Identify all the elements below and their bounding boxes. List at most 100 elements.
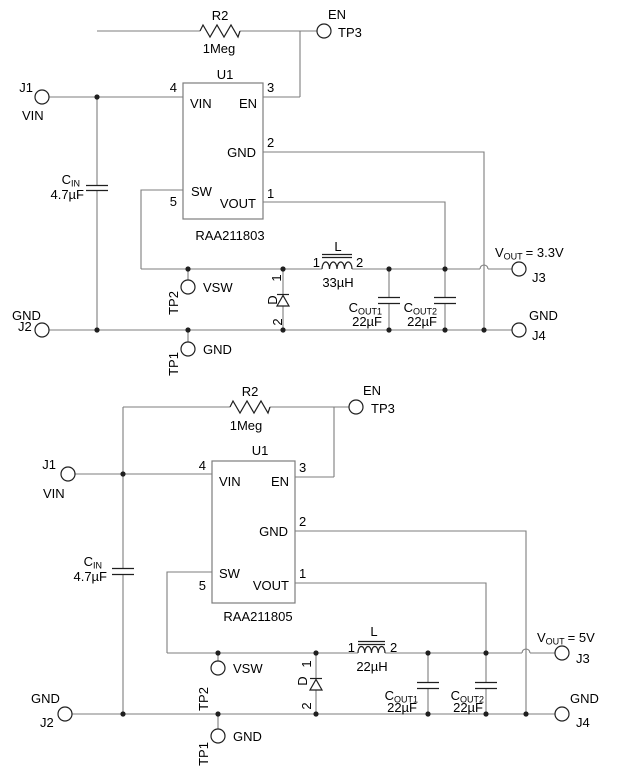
inductor-ref: L — [370, 624, 377, 639]
input-cap-value: 4.7µF — [50, 187, 84, 202]
pin-vout-label: VOUT — [253, 578, 289, 593]
tp2-ref: TP2 — [196, 687, 211, 711]
output-cap1-ref: COUT1 — [349, 300, 382, 317]
inductor-value: 33µH — [322, 275, 353, 290]
testpoint-tp3 — [348, 399, 364, 415]
pin-sw-label: SW — [191, 184, 213, 199]
input-cap-ref: CIN — [84, 554, 102, 571]
resistor-value: 1Meg — [230, 418, 263, 433]
diode-pin1-number: 1 — [269, 274, 284, 281]
output-capacitor2-symbol — [475, 681, 497, 690]
pin-vout-label: VOUT — [220, 196, 256, 211]
ic-ref: U1 — [252, 443, 269, 458]
tp2-ref: TP2 — [166, 291, 181, 315]
j4-net-label: GND — [570, 691, 599, 706]
diode-triangle — [308, 678, 324, 691]
junction-dot — [280, 266, 286, 272]
pin-sw-label: SW — [219, 566, 241, 581]
junction-dot — [483, 650, 489, 656]
output-capacitor2-symbol — [434, 296, 456, 305]
junction-dot — [483, 711, 489, 717]
pin3-number: 3 — [299, 460, 306, 475]
diode-pin2-number: 2 — [270, 318, 285, 325]
tp2-net-label: VSW — [203, 280, 233, 295]
testpoint-tp1 — [210, 728, 226, 744]
testpoint-tp3 — [316, 23, 332, 39]
pin-en-label: EN — [239, 96, 257, 111]
j4-ref: J4 — [532, 328, 546, 343]
junction-dot — [386, 266, 392, 272]
diode-pin1-number: 1 — [299, 660, 314, 667]
junction-dot — [313, 650, 319, 656]
jack-j3 — [554, 645, 570, 661]
wire-cap-leads — [427, 653, 487, 714]
junction-dot — [425, 650, 431, 656]
j2-net-label: GND — [12, 308, 41, 323]
wire-enable-net — [97, 30, 317, 98]
j1-net-label: VIN — [22, 108, 44, 123]
pin1-number: 1 — [299, 566, 306, 581]
junction-dot — [120, 711, 126, 717]
junction-dot — [523, 711, 529, 717]
j4-net-label: GND — [529, 308, 558, 323]
input-cap-value: 4.7µF — [73, 569, 107, 584]
resistor-symbol — [229, 399, 271, 415]
j3-ref: J3 — [576, 651, 590, 666]
inductor-pin2-number: 2 — [390, 640, 397, 655]
testpoint-tp2 — [210, 660, 226, 676]
pin2-number: 2 — [267, 135, 274, 150]
wire-vin-net — [75, 407, 212, 714]
wire-sw-pin — [140, 189, 183, 269]
j3-ref: J3 — [532, 270, 546, 285]
circuit-raa211803: R2 1Meg EN TP3 J1 VIN U1 4 3 2 1 5 VIN E… — [12, 7, 564, 376]
tp2-net-label: VSW — [233, 661, 263, 676]
inductor-coil — [321, 261, 353, 270]
output-cap2-ref: COUT2 — [451, 688, 484, 705]
jack-j4 — [554, 706, 570, 722]
resistor-value: 1Meg — [203, 41, 236, 56]
output-cap2-ref: COUT2 — [404, 300, 437, 317]
tp3-net-label: EN — [363, 383, 381, 398]
inductor-core-bars — [358, 640, 385, 646]
ic-part-number: RAA211805 — [223, 609, 292, 624]
output-capacitor1-symbol — [417, 681, 439, 690]
wire-vin-net — [49, 96, 183, 330]
junction-dot — [442, 266, 448, 272]
pin4-number: 4 — [170, 80, 177, 95]
output-cap2-value: 22µF — [453, 700, 483, 715]
tp1-ref: TP1 — [196, 742, 211, 766]
wire-sw-pin — [166, 571, 212, 653]
pin3-number: 3 — [267, 80, 274, 95]
inductor-pin1-number: 1 — [348, 640, 355, 655]
inductor-pin1-number: 1 — [313, 255, 320, 270]
junction-dot — [185, 266, 191, 272]
resistor-ref: R2 — [212, 8, 229, 23]
input-cap-ref: CIN — [62, 172, 80, 189]
inductor-pin2-number: 2 — [356, 255, 363, 270]
junction-dot — [94, 327, 100, 333]
circuit-raa211805: R2 1Meg EN TP3 J1 VIN U1 4 3 2 1 5 VIN E… — [31, 383, 599, 766]
input-capacitor-symbol — [112, 567, 134, 576]
wire-hop — [479, 264, 489, 270]
ic-body — [211, 460, 296, 604]
junction-dot — [120, 471, 126, 477]
resistor-symbol — [199, 23, 241, 39]
inductor-coil — [357, 645, 386, 654]
pin5-number: 5 — [199, 578, 206, 593]
pin4-number: 4 — [199, 458, 206, 473]
pin-vin-label: VIN — [190, 96, 212, 111]
jack-j2 — [57, 706, 73, 722]
tp3-net-label: EN — [328, 7, 346, 22]
pin1-number: 1 — [267, 186, 274, 201]
j2-ref: J2 — [18, 319, 32, 334]
inductor-ref: L — [334, 239, 341, 254]
output-cap2-value: 22µF — [407, 314, 437, 329]
jack-j2 — [34, 322, 50, 338]
wire-gnd-pin — [295, 530, 527, 714]
tp1-net-label: GND — [203, 342, 232, 357]
jack-j1 — [34, 89, 50, 105]
input-capacitor-symbol — [86, 184, 108, 192]
j1-net-label: VIN — [43, 486, 65, 501]
inductor-core-bars — [322, 253, 352, 259]
wire-hop — [521, 648, 531, 654]
